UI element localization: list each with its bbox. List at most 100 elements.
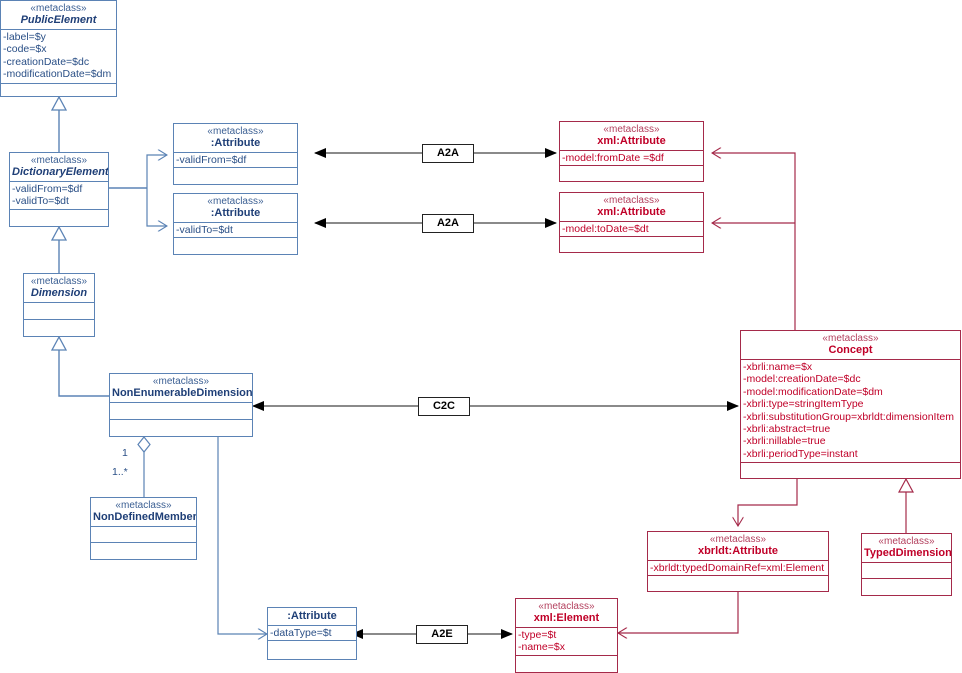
attribute-row: -validFrom=$df (12, 183, 83, 195)
edge-label-a2a-bottom[interactable]: A2A (422, 214, 474, 233)
class-header: «metaclass» PublicElement (1, 1, 116, 30)
class-non-enumerable-dimension[interactable]: «metaclass» NonEnumerableDimension (109, 373, 253, 437)
class-attribute-valid-from[interactable]: «metaclass» :Attribute -validFrom=$df (173, 123, 298, 185)
attribute-row: -xbrli:nillable=true (743, 435, 826, 448)
operations-compartment (862, 579, 951, 595)
attribute-row: -creationDate=$dc (3, 55, 90, 68)
class-name: xml:Attribute (597, 206, 666, 219)
attributes-compartment: -dataType=$t (268, 626, 356, 641)
operations-compartment (174, 238, 297, 254)
operations-compartment (1, 84, 116, 96)
aggregation-nonenumerabledimension-nondefinedmember (137, 436, 151, 497)
class-header: «metaclass» :Attribute (174, 124, 297, 153)
attribute-row: -xbrli:abstract=true (743, 423, 831, 436)
class-public-element[interactable]: «metaclass» PublicElement -label=$y -cod… (0, 0, 117, 97)
class-concept[interactable]: «metaclass» Concept -xbrli:name=$x -mode… (740, 330, 961, 479)
stereotype-label: «metaclass» (709, 534, 767, 545)
link-dictionaryelement-attributes (109, 155, 167, 226)
class-name: xml:Element (533, 612, 600, 625)
class-typed-dimension[interactable]: «metaclass» TypedDimension (861, 533, 952, 596)
operations-compartment (560, 166, 703, 181)
class-header: «metaclass» NonEnumerableDimension (110, 374, 252, 403)
attribute-row: -validTo=$dt (12, 195, 69, 208)
class-xml-element[interactable]: «metaclass» xml:Element -type=$t -name=$… (515, 598, 618, 673)
class-name: PublicElement (20, 14, 97, 27)
link-nonenumerabledimension-attribute-datatype (217, 437, 267, 634)
class-header: «metaclass» Concept (741, 331, 960, 360)
class-name: DictionaryElement (12, 166, 108, 179)
attribute-row: -xbrli:type=stringItemType (743, 398, 864, 411)
attribute-row: -model:toDate=$dt (562, 223, 649, 235)
stereotype-label: «metaclass» (207, 126, 264, 137)
class-xml-attribute-from-date[interactable]: «metaclass» xml:Attribute -model:fromDat… (559, 121, 704, 182)
class-header: «metaclass» TypedDimension (862, 534, 951, 563)
attribute-row: -validFrom=$df (176, 154, 247, 166)
operations-compartment (10, 210, 108, 226)
class-xbrldt-attribute[interactable]: «metaclass» xbrldt:Attribute -xbrldt:typ… (647, 531, 829, 592)
class-name: xml:Attribute (597, 135, 666, 148)
attributes-compartment: -validTo=$dt (174, 223, 297, 238)
link-xbrldtattribute-xmlelement (618, 592, 739, 633)
class-dimension[interactable]: «metaclass» Dimension (23, 273, 95, 337)
class-header: «metaclass» xml:Element (516, 599, 617, 628)
attribute-row: -model:modificationDate=$dm (743, 385, 883, 398)
edge-label-c2c[interactable]: C2C (418, 397, 470, 416)
attributes-compartment: -validFrom=$df (174, 153, 297, 168)
link-concept-xml-attributes (712, 153, 796, 330)
class-header: «metaclass» Dimension (24, 274, 94, 303)
class-attribute-valid-to[interactable]: «metaclass» :Attribute -validTo=$dt (173, 193, 298, 255)
attributes-compartment: -type=$t -name=$x (516, 628, 617, 656)
generalization-nonenumerabledimension-dimension (50, 335, 109, 397)
operations-compartment (110, 420, 252, 436)
edge-label-a2e[interactable]: A2E (416, 625, 468, 644)
class-header: :Attribute (268, 608, 356, 626)
class-header: «metaclass» :Attribute (174, 194, 297, 223)
stereotype-label: «metaclass» (115, 500, 172, 511)
attributes-compartment: -model:fromDate =$df (560, 151, 703, 166)
class-name: xbrldt:Attribute (697, 545, 779, 558)
operations-compartment (174, 168, 297, 184)
attribute-row: -modificationDate=$dm (3, 68, 112, 81)
stereotype-label: «metaclass» (30, 276, 88, 287)
class-name: NonEnumerableDimension (112, 387, 252, 400)
class-attribute-datatype[interactable]: :Attribute -dataType=$t (267, 607, 357, 660)
class-name: :Attribute (210, 207, 261, 220)
operations-compartment (516, 656, 617, 672)
generalization-typeddimension-concept (897, 477, 915, 533)
class-non-defined-member[interactable]: «metaclass» NonDefinedMember (90, 497, 197, 560)
class-name: NonDefinedMember (93, 511, 196, 524)
attributes-compartment (91, 527, 196, 543)
attributes-compartment: -label=$y -code=$x -creationDate=$dc -mo… (1, 30, 116, 84)
edge-label-a2a-top[interactable]: A2A (422, 144, 474, 163)
class-dictionary-element[interactable]: «metaclass» DictionaryElement -validFrom… (9, 152, 109, 227)
attributes-compartment: -model:toDate=$dt (560, 222, 703, 237)
stereotype-label: «metaclass» (538, 601, 595, 612)
attributes-compartment (24, 303, 94, 320)
attributes-compartment (862, 563, 951, 579)
attributes-compartment: -xbrli:name=$x -model:creationDate=$dc -… (741, 360, 960, 463)
attributes-compartment: -validFrom=$df -validTo=$dt (10, 182, 108, 210)
attribute-row: -name=$x (518, 641, 565, 654)
class-name: Dimension (30, 287, 88, 300)
multiplicity-target: 1..* (112, 466, 128, 478)
stereotype-label: «metaclass» (152, 376, 210, 387)
attribute-row: -validTo=$dt (176, 224, 233, 236)
stereotype-label: «metaclass» (30, 3, 87, 14)
attributes-compartment (110, 403, 252, 420)
attributes-compartment: -xbrldt:typedDomainRef=xml:Element (648, 561, 828, 576)
operations-compartment (648, 576, 828, 591)
stereotype-label: «metaclass» (207, 196, 264, 207)
operations-compartment (24, 320, 94, 336)
class-xml-attribute-to-date[interactable]: «metaclass» xml:Attribute -model:toDate=… (559, 192, 704, 253)
stereotype-label: «metaclass» (822, 333, 879, 344)
attribute-row: -xbrldt:typedDomainRef=xml:Element (650, 562, 825, 574)
class-name: Concept (828, 344, 873, 357)
stereotype-label: «metaclass» (30, 155, 88, 166)
attribute-row: -xbrli:substitutionGroup=xbrldt:dimensio… (743, 410, 954, 423)
attribute-row: -type=$t (518, 629, 557, 641)
class-name: :Attribute (287, 610, 337, 622)
stereotype-label: «metaclass» (603, 124, 660, 135)
class-header: «metaclass» DictionaryElement (10, 153, 108, 182)
class-header: «metaclass» NonDefinedMember (91, 498, 196, 527)
